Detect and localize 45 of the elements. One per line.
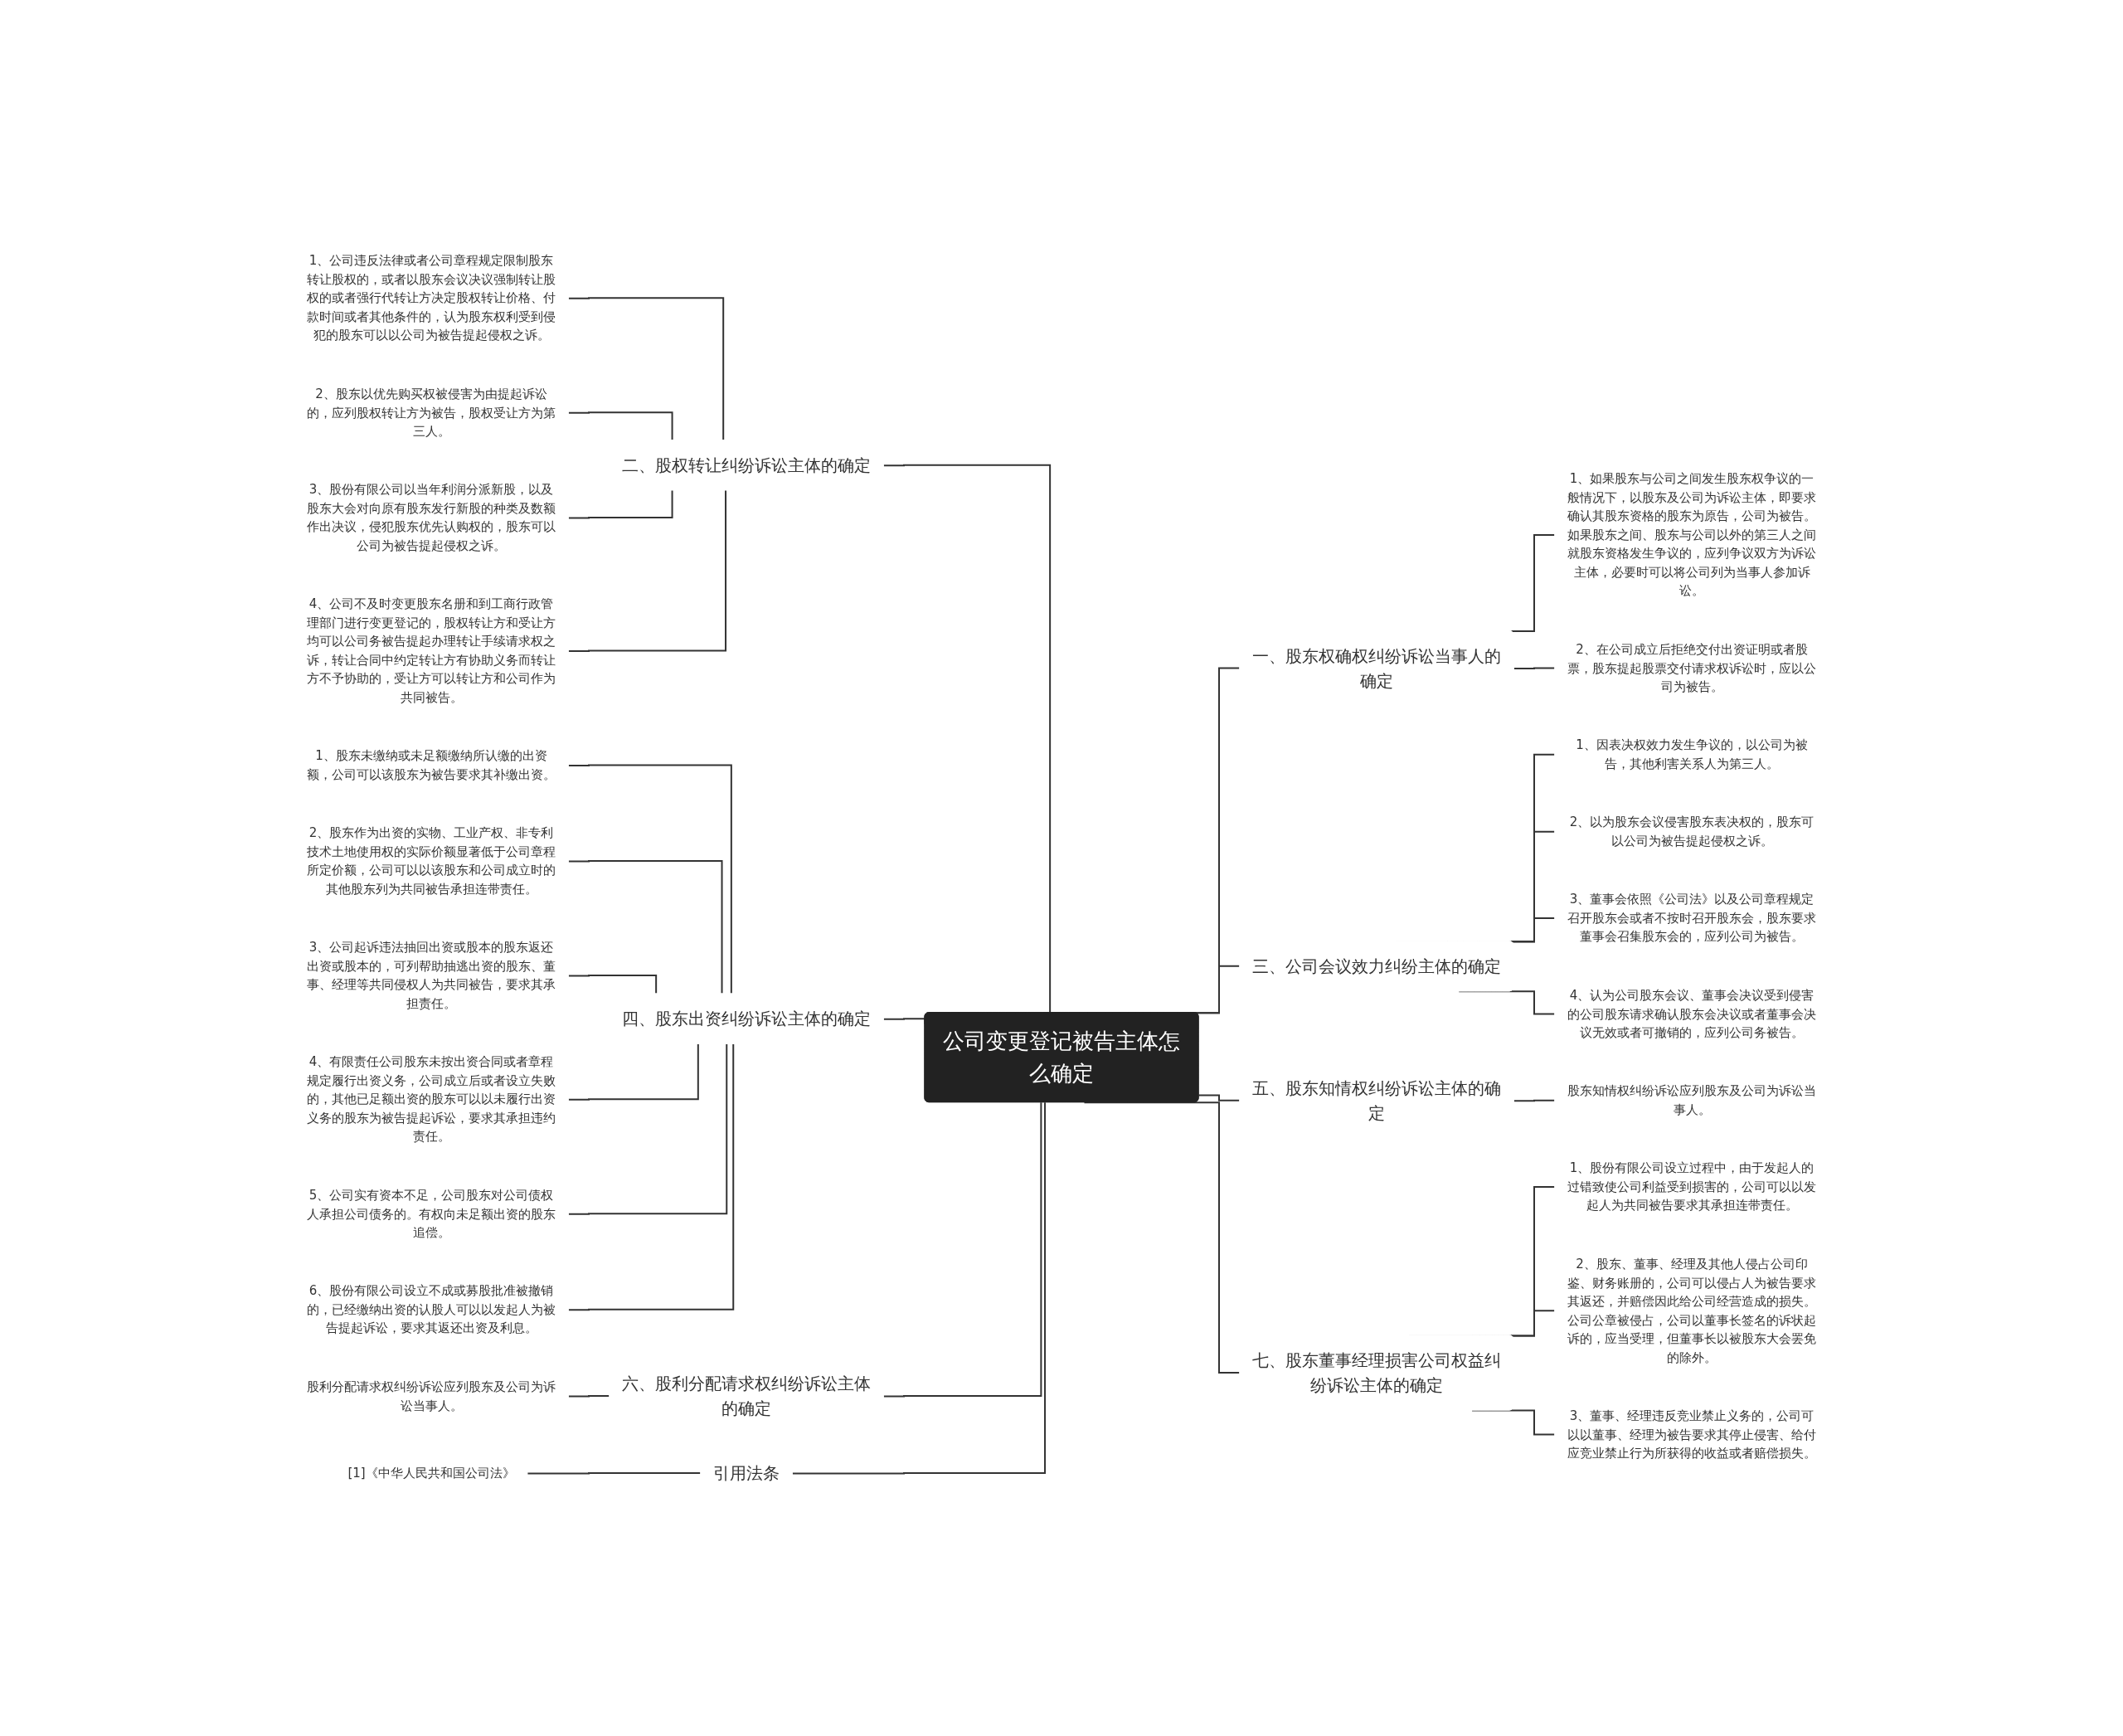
connector [567, 489, 727, 652]
node-text: 4、认为公司股东会议、董事会决议受到侵害的公司股东请求确认股东会决议或者董事会决议无效或者可撤销的，应列公司务被告。 [1567, 987, 1816, 1040]
connector [567, 489, 673, 518]
node-text: 四、股东出资纠纷诉讼主体的确定 [622, 1008, 871, 1028]
connector [567, 1043, 699, 1101]
connector [567, 1394, 611, 1397]
node-text: 3、董事、经理违反竞业禁止义务的，公司可以以董事、经理为被告要求其停止侵害、给付应竞业禁止行为所获得的收益或者赔偿损失。 [1567, 1408, 1816, 1461]
connector [1198, 1093, 1241, 1101]
node-text: 六、股利分配请求权纠纷诉讼主体的确定 [622, 1373, 871, 1418]
node-text: 1、股份有限公司设立过程中，由于发起人的过错致使公司利益受到损害的，公司可以以发起人为共同被告要求其承担连带责任。 [1567, 1160, 1816, 1213]
node-text: 股东知情权纠纷诉讼应列股东及公司为诉讼当事人。 [1567, 1082, 1816, 1117]
connector [1083, 1101, 1241, 1374]
node-text: 1、因表决权效力发生争议的，以公司为被告，其他利害关系人为第三人。 [1576, 737, 1808, 771]
connector [567, 1043, 735, 1311]
connector [567, 296, 725, 441]
node-text: 股利分配请求权纠纷诉讼应列股东及公司为诉讼当事人。 [307, 1379, 556, 1413]
node-text: 2、股东以优先购买权被侵害为由提起诉讼的，应列股权转让方为被告，股权受让方为第三人。 [307, 386, 556, 438]
node-text: 1、股东未缴纳或未足额缴纳所认缴的出资额，公司可以该股东为被告要求其补缴出资。 [307, 747, 556, 781]
node-text: 五、股东知情权纠纷诉讼主体的确定 [1252, 1077, 1501, 1123]
node-text: 2、在公司成立后拒绝交付出资证明或者股票，股东提起股票交付请求权诉讼时，应以公司为被告。 [1567, 641, 1816, 694]
node-text: 引用法条 [713, 1462, 780, 1483]
node-text: 4、有限责任公司股东未按出资合同或者章程规定履行出资义务，公司成立后或者设立失败的，其他已足额出资的股东可以以未履行出资义务的股东为被告提起诉讼，要求其承担违约责任。 [307, 1053, 556, 1144]
node-text: 1、如果股东与公司之间发生股东权争议的一般情况下，以股东及公司为诉讼主体，即要求确认其股东资格的股东为原告，公司为被告。如果股东之间、股东与公司以外的第三人之间就股东资格发生争议的，应列争议双方为诉讼主体，必要时可以将公司列为当事人参加诉讼。 [1567, 470, 1816, 598]
connector [791, 1101, 1047, 1474]
connector [1458, 990, 1557, 1015]
connector [882, 464, 1052, 1014]
node-text: 一、股东权确权纠纷诉讼当事人的确定 [1252, 645, 1501, 690]
node-text: 6、股份有限公司设立不成或募股批准被撤销的，已经缴纳出资的认股人可以以发起人为被告提起诉讼，要求其返还出资及利息。 [307, 1282, 556, 1335]
node-text: [1]《中华人民共和国公司法》 [347, 1465, 515, 1481]
connector [567, 1043, 728, 1215]
connector [1513, 667, 1557, 669]
connector [1513, 1099, 1557, 1101]
node-text: 3、公司起诉违法抽回出资或股本的股东返还出资或股本的，可列帮助抽逃出资的股东、董事、经理等共同侵权人为共同被告，要求其承担责任。 [307, 939, 556, 1010]
node-text: 二、股权转让纠纷诉讼主体的确定 [622, 455, 871, 475]
node-text: 2、以为股东会议侵害股东表决权的，股东可以公司为被告提起侵权之诉。 [1569, 814, 1815, 849]
node-text: 1、公司违反法律或者公司章程规定限制股东转让股权的，或者以股东会议决议强制转让股权的或者强行代转让方决定股权转让价格、付款时间或者其他条件的，认为股东权利受到侵犯的股东可以以公司为被告提起侵权之诉。 [307, 252, 556, 343]
connector [882, 1101, 1042, 1397]
node-text: 3、股份有限公司以当年利润分派新股，以及股东大会对向原有股东发行新股的种类及数额作出决议，侵犯股东优先认购权的，股东可以公司为被告提起侵权之诉。 [307, 481, 556, 552]
node-text: 4、公司不及时变更股东名册和到工商行政管理部门进行变更登记的，股权转让方和受让方均可以公司务被告提起办理转让手续请求权之诉，转让合同中约定转让方有协助义务而转让方不予协助的，受让方可以转让方和公司作为共同被告。 [307, 596, 556, 704]
node-text: 3、董事会依照《公司法》以及公司章程规定召开股东会或者不按时召开股东会，股东要求董事会召集股东会的，应列公司为被告。 [1567, 891, 1816, 944]
connector [527, 1471, 702, 1474]
node-text: 2、股东作为出资的实物、工业产权、非专利技术土地使用权的实际价额显著低于公司章程所定价额，公司可以以该股东和公司成立时的其他股东列为共同被告承担连带责任。 [307, 824, 556, 896]
node-text: 2、股东、董事、经理及其他人侵占公司印鉴、财务账册的，公司可以侵占人为被告要求其返还，并赔偿因此给公司经营造成的损失。公司公章被侵占，公司以董事长签名的诉状起诉的，应当受理，但董事长以被股东大会罢免的除外。 [1567, 1256, 1816, 1364]
connector [567, 411, 673, 441]
node-text: 5、公司实有资本不足，公司股东对公司债权人承担公司债务的。有权向未足额出资的股东追偿。 [307, 1187, 556, 1239]
